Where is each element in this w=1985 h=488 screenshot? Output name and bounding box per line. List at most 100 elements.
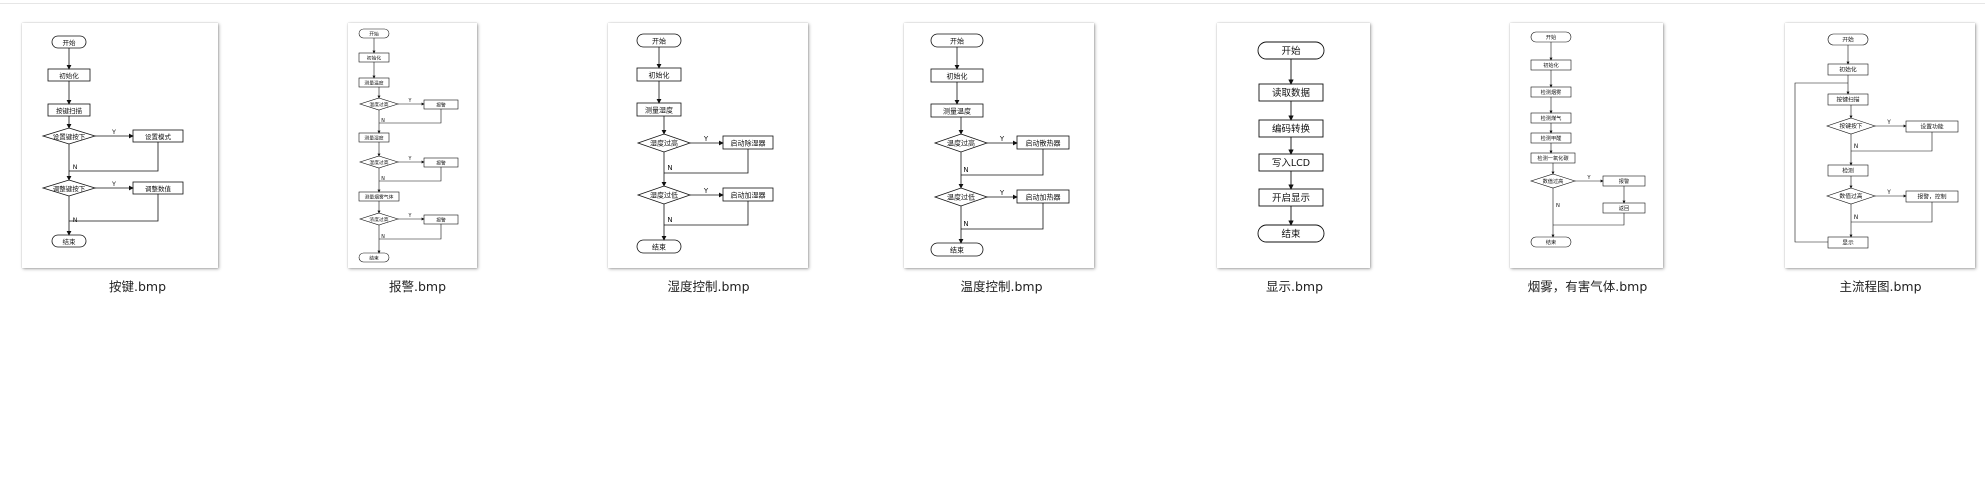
file-tile-display[interactable]: 开始 读取数据 编码转换 写入LCD 开启显示 结束 显示.bmp xyxy=(1157,23,1432,303)
file-tile-smoke-gas[interactable]: 开始 初始化 检测烟雾 检测煤气 检测甲醛 检测一氧化碳 数值过高 报警 返回 … xyxy=(1450,23,1725,303)
edge-label-n: N xyxy=(73,216,78,224)
node-end: 结束 xyxy=(1281,228,1301,240)
node-detect: 检测 xyxy=(1842,167,1854,175)
file-tile-alarm[interactable]: 开始 初始化 测量温度 温度过高 报警 测量湿度 湿度过高 报警 测量烟雾气体 … xyxy=(280,23,555,303)
file-thumbnail[interactable]: 开始 初始化 测量温度 温度过高 启动散热器 温度过低 启动加热器 结束 Y N… xyxy=(904,23,1094,268)
node-cooler: 启动散热器 xyxy=(1026,139,1061,148)
flowchart-image: 开始 初始化 检测烟雾 检测煤气 检测甲醛 检测一氧化碳 数值过高 报警 返回 … xyxy=(1530,31,1646,248)
node-alarm: 报警 xyxy=(436,160,446,167)
edge-label-y: Y xyxy=(408,213,412,219)
window-top-border xyxy=(0,3,1985,4)
edge-label-n: N xyxy=(1556,203,1560,209)
node-display: 显示 xyxy=(1842,240,1854,247)
file-name[interactable]: 湿度控制.bmp xyxy=(667,279,750,294)
node-init: 初始化 xyxy=(59,71,79,80)
node-decision-set: 设置键按下 xyxy=(53,132,86,141)
node-detect-co: 检测一氧化碳 xyxy=(1537,154,1569,162)
node-init: 初始化 xyxy=(947,72,968,81)
node-measure-temp: 测量温度 xyxy=(943,107,971,116)
node-alarm: 报警 xyxy=(436,102,446,109)
node-return: 返回 xyxy=(1619,205,1629,212)
node-decision-high: 数值过高 xyxy=(1839,192,1862,200)
node-end: 结束 xyxy=(652,243,666,252)
node-alarm: 报警 xyxy=(436,217,446,224)
file-name[interactable]: 按键.bmp xyxy=(108,279,167,294)
node-end: 结束 xyxy=(950,246,964,255)
node-start: 开始 xyxy=(63,38,77,47)
edge-label-y: Y xyxy=(111,128,116,136)
file-name[interactable]: 烟雾，有害气体.bmp xyxy=(1527,279,1648,294)
edge-label-y: Y xyxy=(703,135,709,143)
flowchart-image: 开始 初始化 测量温度 温度过高 报警 测量湿度 湿度过高 报警 测量烟雾气体 … xyxy=(358,28,459,263)
node-decision-key: 按键按下 xyxy=(1839,122,1862,130)
edge-label-n: N xyxy=(1854,215,1858,221)
node-write-lcd: 写入LCD xyxy=(1272,158,1310,169)
node-decision-adjust: 调整键按下 xyxy=(53,184,86,193)
node-alarm-control: 报警，控制 xyxy=(1918,193,1947,201)
file-name[interactable]: 温度控制.bmp xyxy=(960,279,1043,294)
node-end: 结束 xyxy=(63,237,77,246)
file-name[interactable]: 报警.bmp xyxy=(388,279,447,294)
edge-label-y: Y xyxy=(408,98,412,104)
node-decision-humidity: 湿度过高 xyxy=(369,159,388,166)
node-decision-low: 温度过低 xyxy=(947,193,975,202)
node-end: 结束 xyxy=(369,255,379,262)
file-thumbnail[interactable]: 开始 初始化 测量温度 温度过高 报警 测量湿度 湿度过高 报警 测量烟雾气体 … xyxy=(348,23,477,268)
edge-label-n: N xyxy=(1854,144,1858,150)
edge-label-y: Y xyxy=(999,135,1005,143)
file-tile-main-flow[interactable]: 开始 初始化 按键扫描 按键按下 设置功能 检测 数值过高 报警，控制 显示 Y… xyxy=(1743,23,1985,303)
edge-label-y: Y xyxy=(1886,120,1891,126)
edge-label-n: N xyxy=(963,166,968,174)
node-init: 初始化 xyxy=(1839,66,1857,74)
node-adjust-value: 调整数值 xyxy=(145,184,172,193)
node-measure-humidity: 测量湿度 xyxy=(645,106,673,115)
node-scan: 按键扫描 xyxy=(56,106,83,115)
file-tile-humidity-control[interactable]: 开始 初始化 测量湿度 湿度过高 启动除湿器 湿度过低 启动加湿器 结束 Y N… xyxy=(571,23,846,303)
file-thumbnail[interactable]: 开始 读取数据 编码转换 写入LCD 开启显示 结束 xyxy=(1217,23,1370,268)
flowchart-image: 开始 初始化 测量温度 温度过高 启动散热器 温度过低 启动加热器 结束 Y N… xyxy=(930,33,1070,257)
edge-label-y: Y xyxy=(111,180,116,188)
file-thumbnail[interactable]: 开始 初始化 测量湿度 湿度过高 启动除湿器 湿度过低 启动加湿器 结束 Y N… xyxy=(608,23,808,268)
node-alarm: 报警 xyxy=(1619,177,1629,185)
edge-label-y: Y xyxy=(703,187,709,195)
node-dehumidifier: 启动除湿器 xyxy=(731,139,766,148)
edge-label-n: N xyxy=(667,164,672,172)
node-measure-gas: 测量烟雾气体 xyxy=(365,194,394,201)
file-name[interactable]: 显示.bmp xyxy=(1265,279,1324,294)
node-start: 开始 xyxy=(369,31,379,38)
node-enable-display: 开启显示 xyxy=(1272,192,1310,204)
node-decision-gas: 浓度过高 xyxy=(369,216,388,223)
file-tile-temperature-control[interactable]: 开始 初始化 测量温度 温度过高 启动散热器 温度过低 启动加热器 结束 Y N… xyxy=(864,23,1139,303)
node-init: 初始化 xyxy=(367,55,382,62)
node-detect-formaldehyde: 检测甲醛 xyxy=(1541,134,1563,142)
node-heater: 启动加热器 xyxy=(1026,193,1061,202)
edge-label-n: N xyxy=(963,220,968,228)
edge-label-n: N xyxy=(73,163,78,171)
file-tile-buttons[interactable]: 开始 初始化 按键扫描 设置键按下 设置模式 调整键按下 调整数值 结束 Y N… xyxy=(0,23,275,303)
edge-label-n: N xyxy=(667,216,672,224)
node-start: 开始 xyxy=(950,37,964,46)
flowchart-image: 开始 初始化 按键扫描 按键按下 设置功能 检测 数值过高 报警，控制 显示 Y… xyxy=(1794,33,1959,249)
node-set-function: 设置功能 xyxy=(1920,123,1943,131)
node-humidifier: 启动加湿器 xyxy=(731,191,766,200)
node-detect-gas: 检测煤气 xyxy=(1541,114,1562,122)
node-read-data: 读取数据 xyxy=(1272,87,1311,99)
node-set-mode: 设置模式 xyxy=(145,132,172,141)
node-detect-smoke: 检测烟雾 xyxy=(1541,88,1563,96)
node-start: 开始 xyxy=(1842,36,1854,44)
file-thumbnail[interactable]: 开始 初始化 按键扫描 设置键按下 设置模式 调整键按下 调整数值 结束 Y N… xyxy=(22,23,218,268)
node-decision-high: 湿度过高 xyxy=(650,139,678,148)
node-start: 开始 xyxy=(1281,45,1301,57)
node-measure-temp: 测量温度 xyxy=(364,80,383,87)
file-thumbnail[interactable]: 开始 初始化 检测烟雾 检测煤气 检测甲醛 检测一氧化碳 数值过高 报警 返回 … xyxy=(1510,23,1663,268)
file-name[interactable]: 主流程图.bmp xyxy=(1839,279,1922,294)
file-thumbnail[interactable]: 开始 初始化 按键扫描 按键按下 设置功能 检测 数值过高 报警，控制 显示 Y… xyxy=(1785,23,1975,268)
node-end: 结束 xyxy=(1546,238,1556,246)
edge-label-y: Y xyxy=(999,189,1005,197)
node-decision-temp: 温度过高 xyxy=(369,101,388,108)
node-decision-low: 湿度过低 xyxy=(650,191,678,200)
flowchart-image: 开始 初始化 测量湿度 湿度过高 启动除湿器 湿度过低 启动加湿器 结束 Y N… xyxy=(636,33,774,254)
node-decision-high: 数值过高 xyxy=(1543,177,1564,185)
node-start: 开始 xyxy=(652,37,666,46)
flowchart-image: 开始 初始化 按键扫描 设置键按下 设置模式 调整键按下 调整数值 结束 Y N… xyxy=(41,35,184,248)
